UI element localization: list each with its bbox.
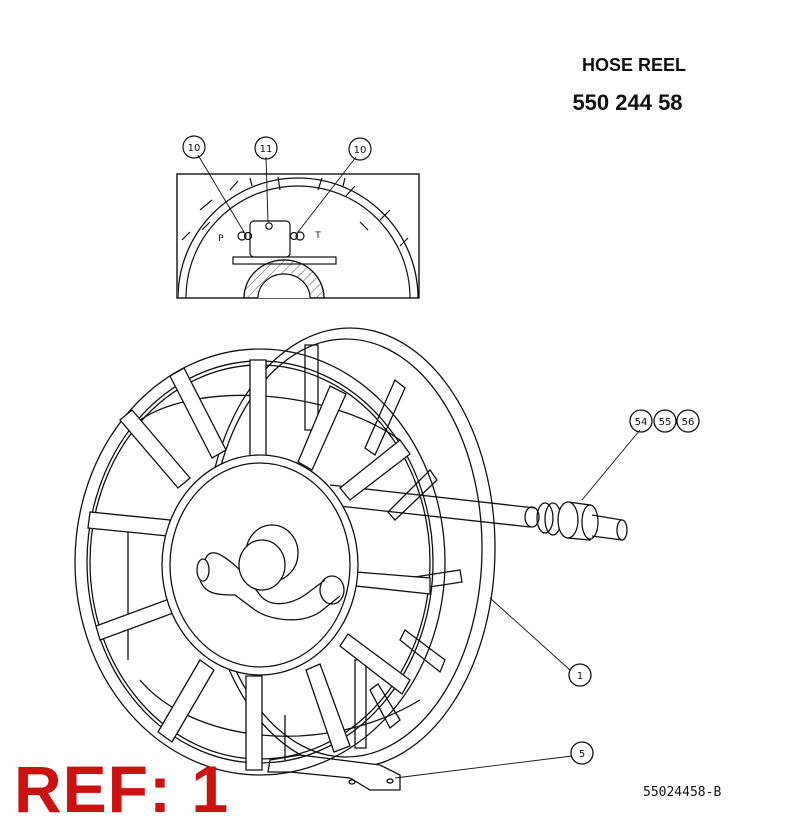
part-number: 550 244 58 (572, 90, 683, 115)
callout-56: 56 (682, 417, 695, 428)
drawing-title: HOSE REEL (581, 55, 687, 75)
detail-callout-10-left: 10 (188, 143, 201, 154)
detail-label-t: T (314, 231, 321, 241)
callout-55: 55 (659, 417, 672, 428)
front-flange (74, 348, 446, 776)
callout-1: 1 (577, 671, 583, 682)
detail-label-p: P (218, 234, 224, 244)
reference-label: REF: 1 (14, 752, 230, 826)
drawing-id: 55024458-B (643, 785, 722, 800)
detail-callout-10-right: 10 (354, 145, 367, 156)
callout-5: 5 (579, 749, 585, 760)
reel-assembly (74, 327, 700, 791)
detail-view (176, 135, 420, 299)
detail-callout-11: 11 (260, 144, 273, 155)
callout-54: 54 (635, 417, 648, 428)
